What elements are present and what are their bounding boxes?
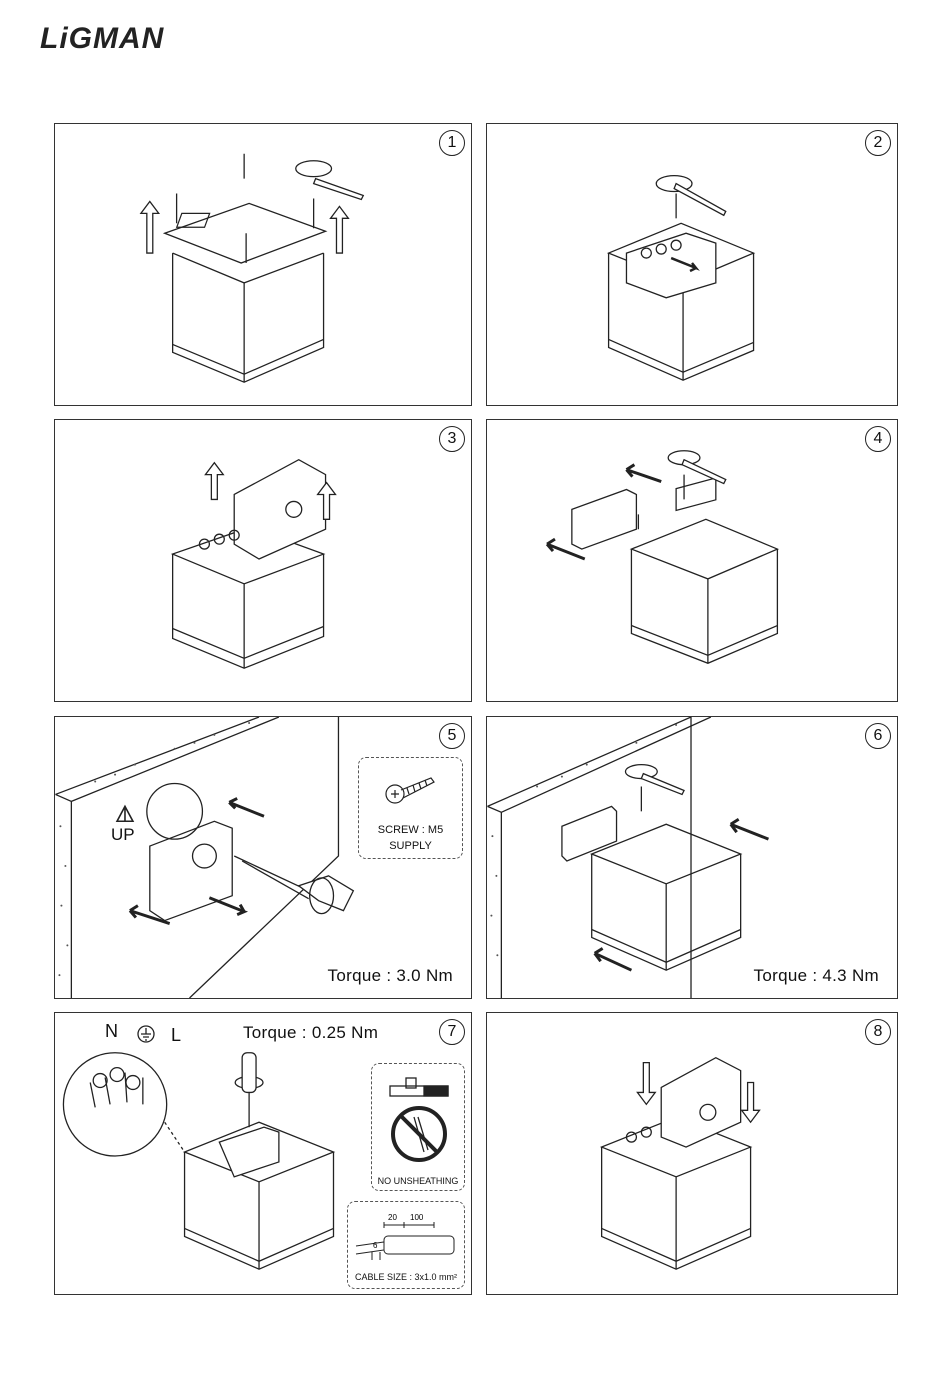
step-4-panel: 4 <box>486 419 898 702</box>
torque-label: Torque : 4.3 Nm <box>754 966 879 986</box>
step-1-panel: 1 <box>54 123 472 406</box>
step-3-panel: 3 <box>54 419 472 702</box>
torque-label: Torque : 3.0 Nm <box>328 966 453 986</box>
screw-icon <box>381 768 441 808</box>
step-8-illustration <box>487 1013 897 1294</box>
no-unsheathing-icon <box>384 1072 454 1172</box>
screw-note-line2: SUPPLY <box>359 840 462 852</box>
cable-diagram-icon: 20 100 6 <box>354 1208 460 1264</box>
screw-note-line1: SCREW : M5 <box>359 824 462 836</box>
step-6-panel: 6 Torque : 4.3 Nm <box>486 716 898 999</box>
step-7-panel: 7 Torque : 0.25 Nm N L <box>54 1012 472 1295</box>
ligman-logo: LiGMAN <box>38 18 228 56</box>
step-4-illustration <box>487 420 897 701</box>
step-2-panel: 2 <box>486 123 898 406</box>
cable-size-note: 20 100 6 CABLE SIZE : 3x1.0 mm² <box>347 1201 465 1289</box>
dim-b: 100 <box>410 1213 424 1222</box>
step-1-illustration <box>55 124 471 405</box>
up-label: UP <box>111 825 135 845</box>
step-3-illustration <box>55 420 471 701</box>
step-8-panel: 8 <box>486 1012 898 1295</box>
no-unsheathing-text: NO UNSHEATHING <box>372 1176 464 1186</box>
dim-a: 20 <box>388 1213 397 1222</box>
logo-text: LiGMAN <box>40 22 165 55</box>
step-2-illustration <box>487 124 897 405</box>
screw-note: SCREW : M5 SUPPLY <box>358 757 463 859</box>
no-unsheathing-note: NO UNSHEATHING <box>371 1063 465 1191</box>
dim-c: 6 <box>373 1241 378 1250</box>
cable-size-text: CABLE SIZE : 3x1.0 mm² <box>348 1272 464 1282</box>
step-6-wall-illustration <box>487 717 897 998</box>
step-5-panel: 5 UP <box>54 716 472 999</box>
